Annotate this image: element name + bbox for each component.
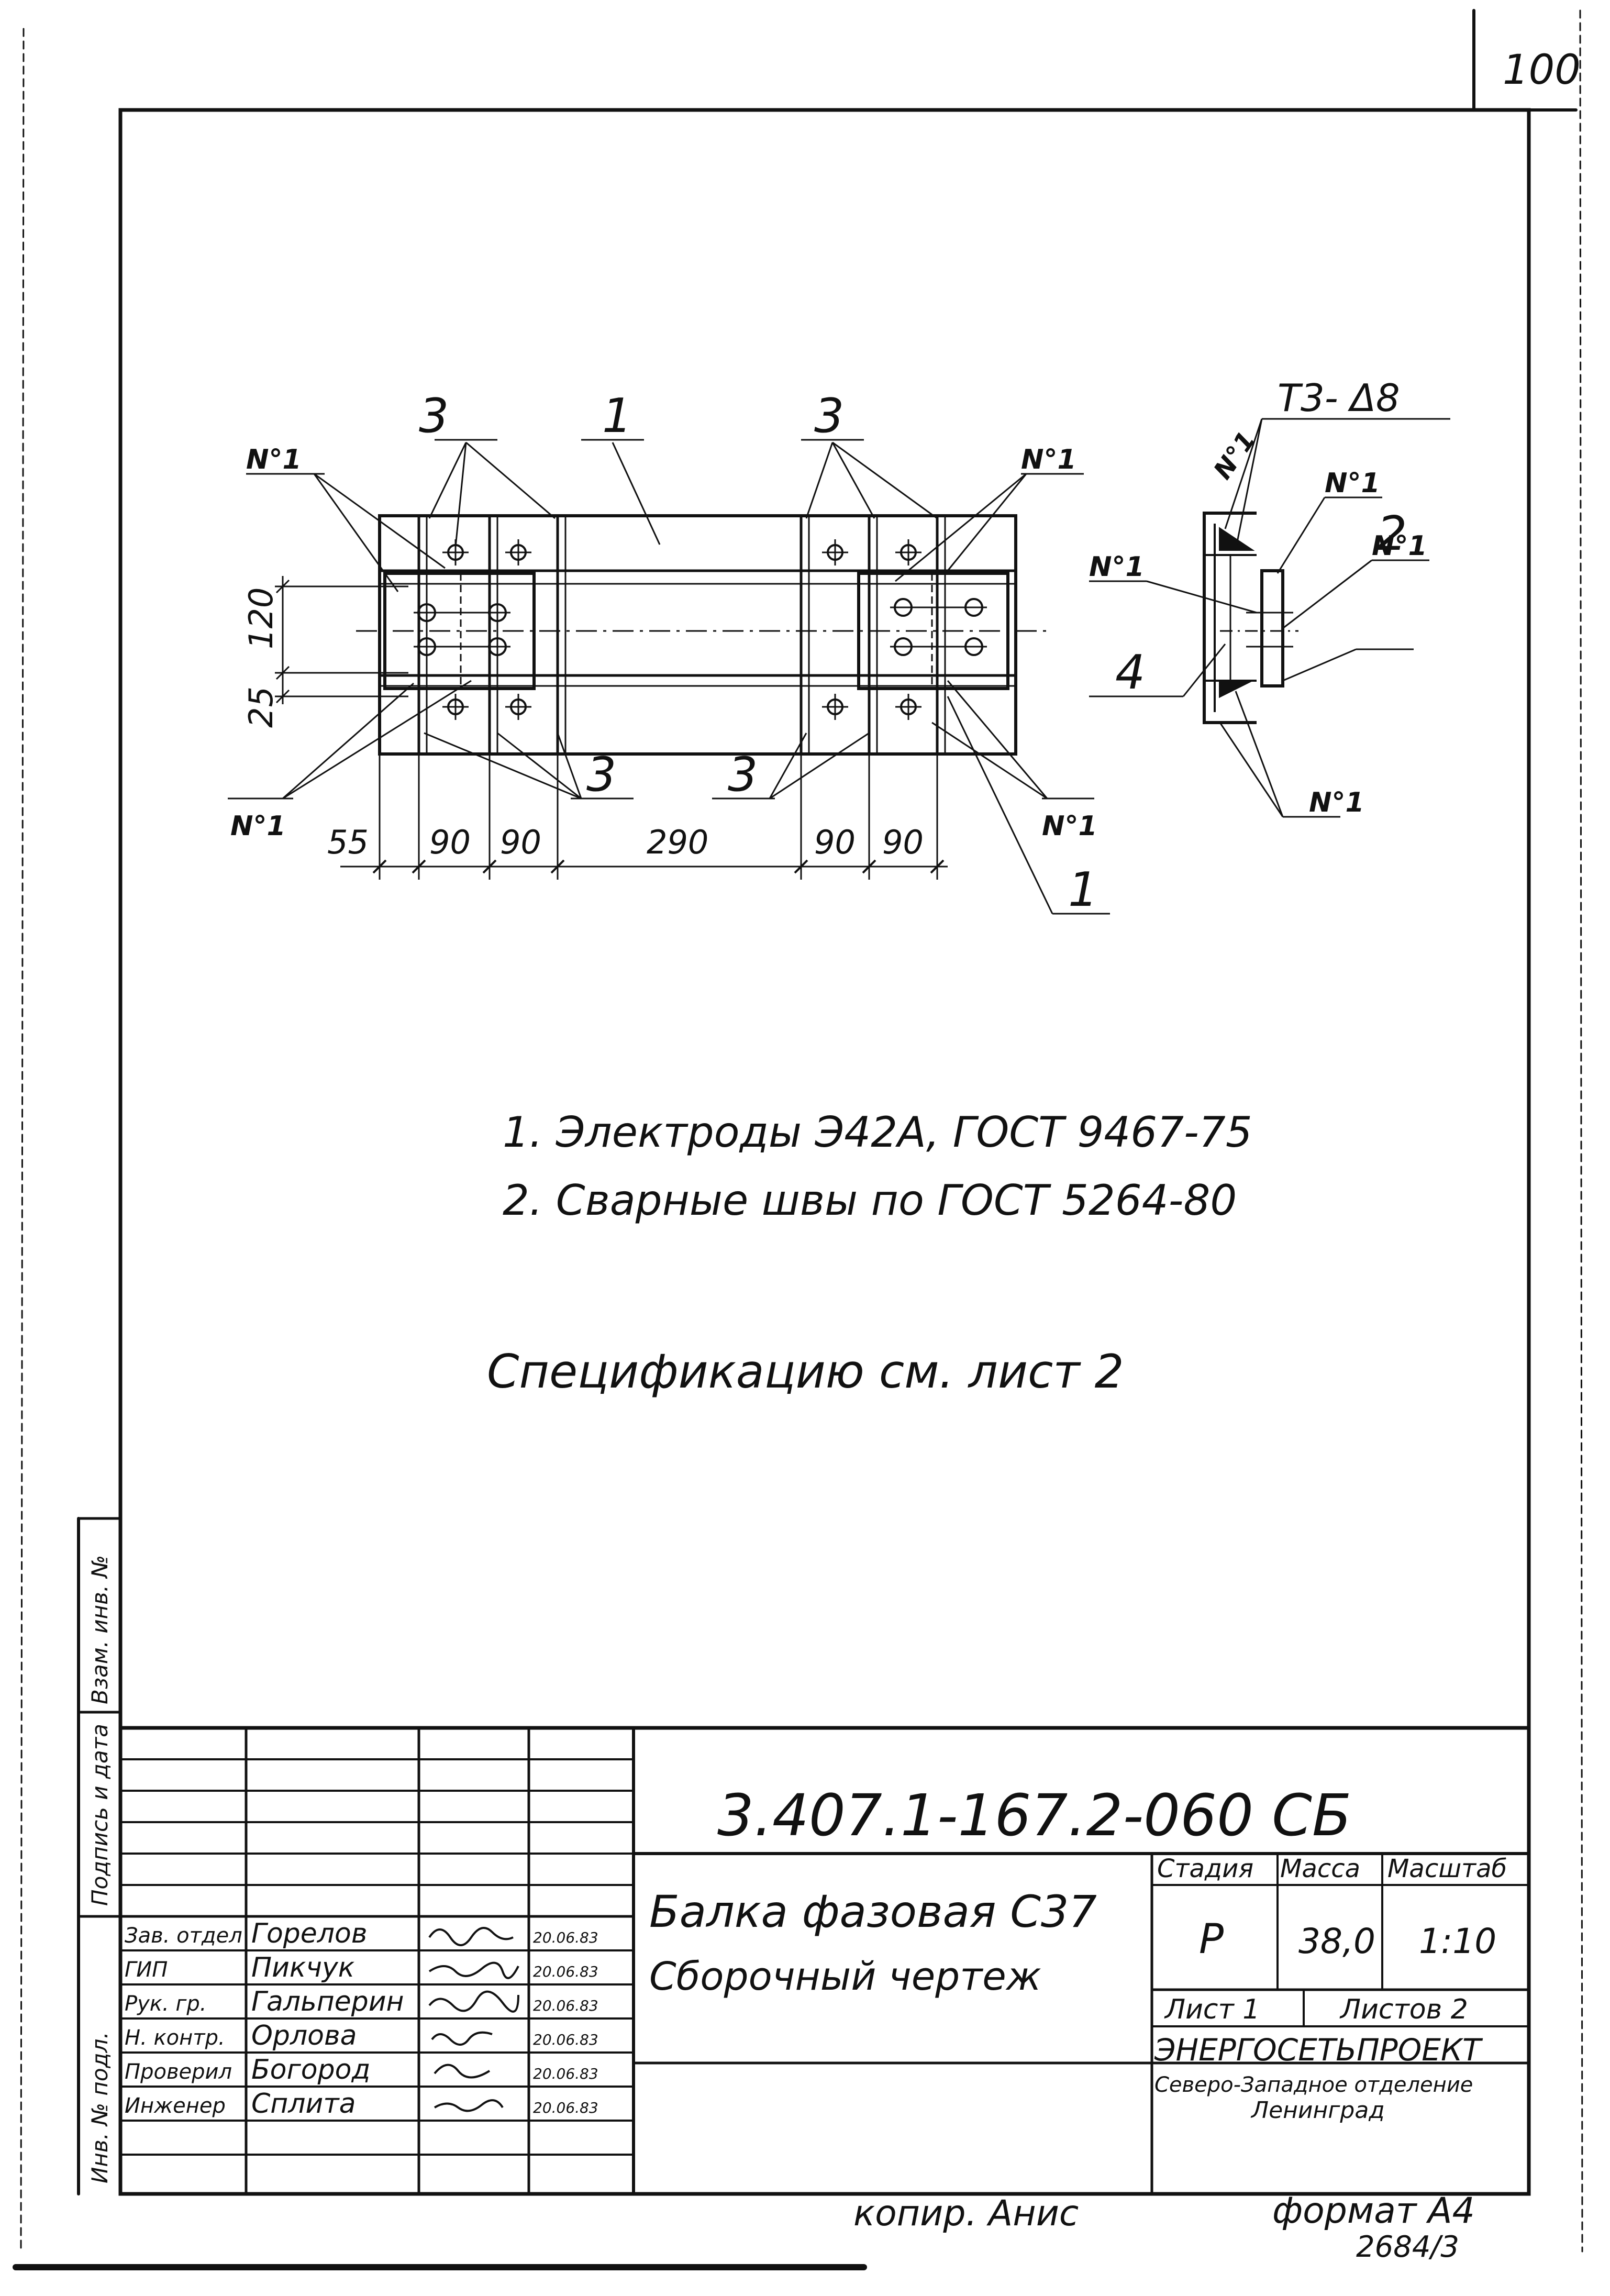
copied-by: копир. Анис [853,2193,1079,2234]
dim-90-b: 90 [500,823,541,861]
sig-name: Сплита [251,2088,356,2120]
spec-reference: Спецификацию см. лист 2 [487,1345,1124,1399]
beam-outline [378,514,1017,756]
beam-front-view [228,439,1110,915]
value-stage: Р [1199,1916,1224,1963]
note-1: 1. Электроды Э42А, ГОСТ 9467-75 [503,1108,1252,1157]
weld-mark-section-right: N°1 [1372,530,1427,562]
note-2: 2. Сварные швы по ГОСТ 5264-80 [503,1176,1237,1225]
value-mass: 38,0 [1298,1921,1375,1961]
sheet-current: Лист 1 [1164,1994,1260,2025]
weld-mark-section-plate: N°1 [1325,468,1380,499]
dim-90-a: 90 [429,823,471,861]
drawing-title-line2: Сборочный чертеж [649,1954,1041,1999]
sig-date: 20.06.83 [533,1997,598,2014]
sig-role: ГИП [125,1958,168,1982]
weld-mark-section-top: N°1 [1208,426,1261,485]
label-pos-3-bottom-left: 3 [586,747,616,802]
signature-scribbles [428,1927,519,2112]
archive-number: 2684/3 [1356,2230,1459,2264]
label-pos-4: 4 [1115,645,1145,700]
dim-55: 55 [327,823,369,861]
sig-name: Гальперин [251,1986,404,2017]
label-pos-2: 2 [1377,506,1407,561]
sheet-total: Листов 2 [1339,1994,1468,2025]
label-pos-1-top: 1 [602,389,632,443]
label-pos-1-bottom: 1 [1068,862,1098,917]
org-branch: Северо-Западное отделение [1154,2073,1473,2097]
sig-name: Орлова [251,2020,357,2051]
drawing-title-line1: Балка фазовая С37 [649,1886,1097,1937]
label-pos-3-bottom-right: 3 [728,747,758,802]
label-pos-3-top-left: 3 [419,389,449,443]
paper-format: формат А4 [1272,2190,1475,2232]
org-name: ЭНЕРГОСЕТЬПРОЕКТ [1154,2032,1483,2068]
weld-mark-section-left: N°1 [1089,551,1145,583]
sig-name: Горелов [251,1918,367,1949]
end-plate-right [857,572,1009,690]
value-scale: 1:10 [1419,1921,1496,1961]
sig-name: Богород [251,2054,370,2086]
drawing-frame [118,108,1531,2196]
header-scale: Масштаб [1387,1854,1507,1883]
sig-date: 20.06.83 [533,1929,598,1946]
weld-mark-top-right: N°1 [1021,444,1076,475]
sig-date: 20.06.83 [533,2099,598,2116]
stamp-sign-date: Подпись и дата [87,1724,113,1906]
stamp-inv-no: Инв. № подл. [87,2032,113,2183]
header-mass: Масса [1280,1854,1360,1883]
sig-role: Проверил [125,2060,232,2084]
weld-mark-section-bottom: N°1 [1309,787,1364,818]
sig-date: 20.06.83 [533,2065,598,2082]
org-city: Ленинград [1250,2097,1385,2124]
weld-mark-top-left: N°1 [246,444,302,475]
dim-290: 290 [647,823,708,861]
sheet-number: 100 [1503,47,1581,94]
stamp-replace-inv: Взам. инв. № [87,1555,113,1704]
weld-mark-bottom-left: N°1 [230,811,286,842]
weld-mark-bottom-right: N°1 [1042,811,1097,842]
dim-120: 120 [242,587,280,649]
sig-date: 20.06.83 [533,2031,598,2048]
beam-section-view [1089,418,1450,818]
sig-date: 20.06.83 [533,1963,598,1980]
header-stage: Стадия [1157,1854,1253,1883]
sig-role: Инженер [125,2094,226,2118]
dim-25: 25 [242,686,280,728]
weld-symbol: Т3- Δ8 [1278,376,1400,420]
sig-role: Рук. гр. [125,1992,207,2016]
drawing-designation: 3.407.1-167.2-060 СБ [717,1782,1351,1849]
label-pos-3-top-right: 3 [814,389,844,443]
sig-name: Пикчук [251,1952,355,1983]
dim-90-d: 90 [882,823,924,861]
dim-90-c: 90 [814,823,856,861]
sig-role: Н. контр. [125,2026,225,2050]
sig-role: Зав. отдел [125,1924,242,1948]
